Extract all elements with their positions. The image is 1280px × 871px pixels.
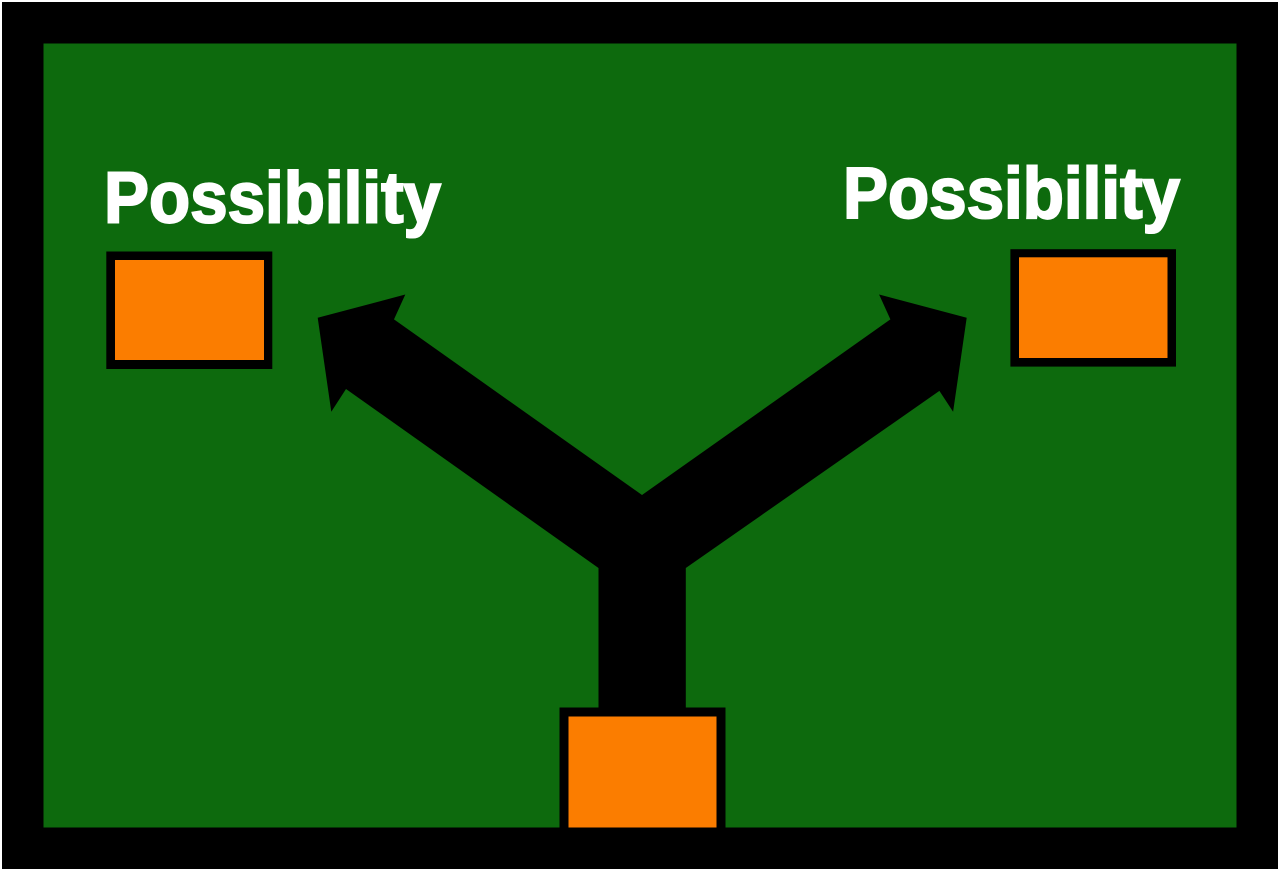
svg-text:Possibility: Possibility (843, 153, 1180, 234)
svg-text:Possibility: Possibility (104, 158, 441, 239)
